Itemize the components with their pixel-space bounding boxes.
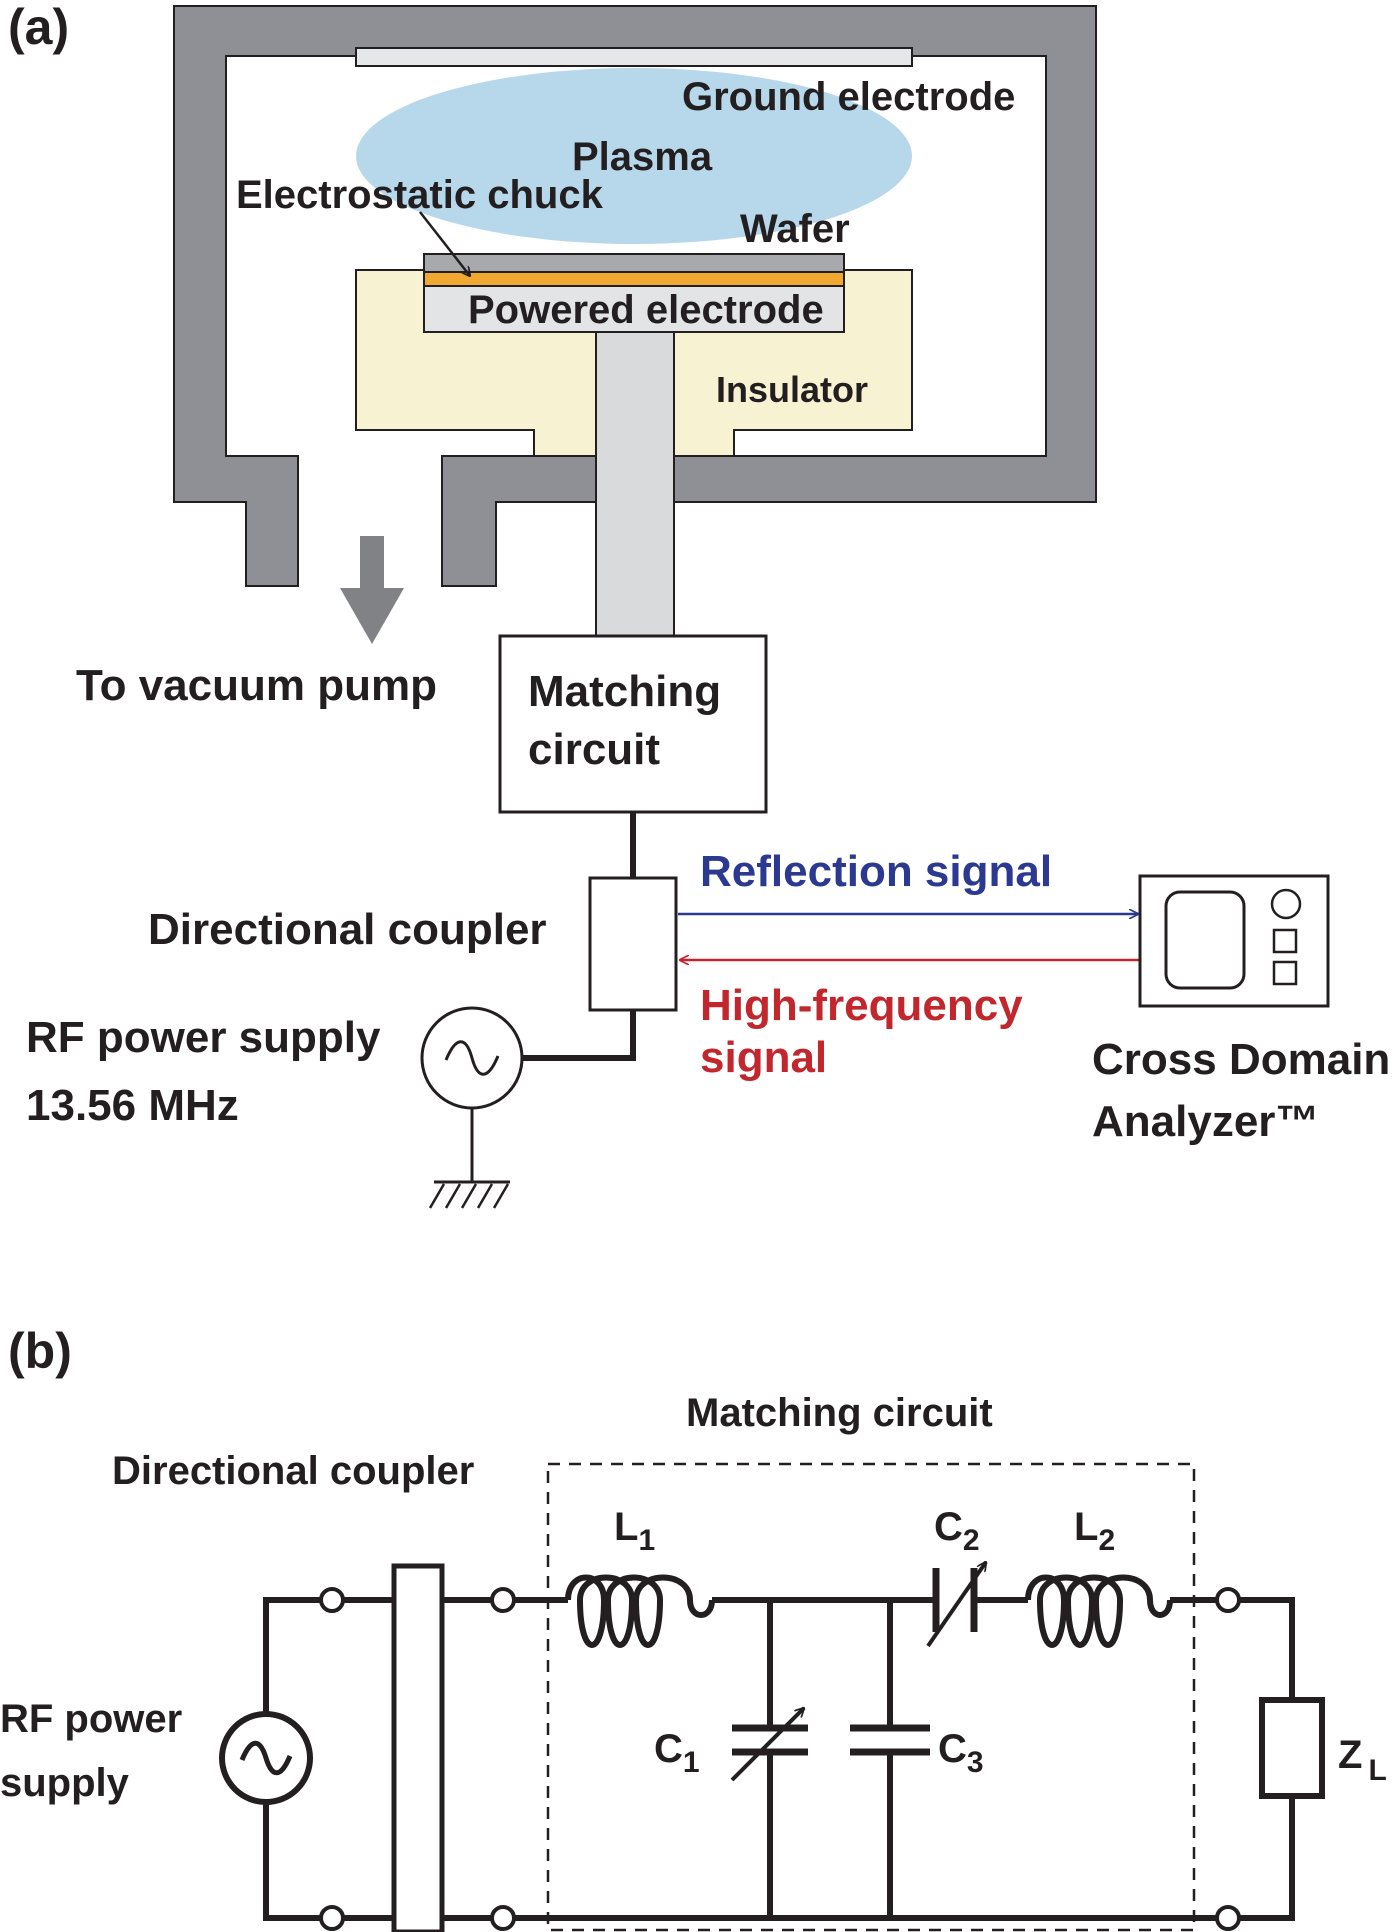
analyzer-button-2 bbox=[1272, 960, 1298, 986]
wafer-label: Wafer bbox=[740, 207, 850, 251]
ground-electrode-label: Ground electrode bbox=[682, 75, 1015, 119]
directional-coupler-box bbox=[588, 876, 678, 1012]
l1-label: L1 bbox=[614, 1505, 655, 1557]
plasma-label: Plasma bbox=[572, 135, 713, 179]
wire-coupler-to-source bbox=[520, 1010, 636, 1061]
coupler-bar bbox=[391, 1563, 445, 1932]
rf-source-b bbox=[219, 1711, 313, 1805]
analyzer-label-line1: Cross Domain bbox=[1092, 1035, 1390, 1084]
inductor-l2 bbox=[1025, 1574, 1173, 1648]
vacuum-pump-arrow bbox=[340, 536, 404, 644]
capacitor-c2 bbox=[926, 1562, 988, 1648]
rf-supply-label-line2: 13.56 MHz bbox=[26, 1081, 239, 1130]
matching-circuit-box bbox=[498, 634, 768, 814]
panel-a-label: (a) bbox=[8, 0, 69, 55]
powered-electrode bbox=[423, 285, 845, 333]
analyzer-icon bbox=[1138, 874, 1330, 1008]
plasma bbox=[356, 68, 912, 244]
feed-stem bbox=[595, 331, 675, 637]
hf-signal-label-line2: signal bbox=[700, 1033, 827, 1082]
powered-electrode-label: Powered electrode bbox=[468, 288, 824, 332]
matching-circuit-label-line2: circuit bbox=[528, 725, 660, 774]
capacitor-c3 bbox=[850, 1724, 930, 1756]
terminals bbox=[319, 1587, 1241, 1931]
reflection-signal-label: Reflection signal bbox=[700, 847, 1052, 896]
analyzer-knob bbox=[1270, 888, 1302, 920]
electrostatic-chuck-label: Electrostatic chuck bbox=[236, 173, 604, 217]
matching-circuit-boundary bbox=[546, 1462, 1196, 1932]
matching-circuit-title: Matching circuit bbox=[686, 1391, 993, 1435]
rf-supply-b-line1: RF power bbox=[0, 1697, 182, 1741]
ground-electrode bbox=[355, 47, 913, 67]
load-zl bbox=[1259, 1697, 1325, 1799]
panel-b-label: (b) bbox=[8, 1323, 72, 1379]
c2-label: C2 bbox=[934, 1505, 980, 1557]
wafer bbox=[423, 253, 845, 273]
inductor-l1 bbox=[565, 1574, 715, 1648]
vacuum-pump-label: To vacuum pump bbox=[76, 661, 437, 710]
sine-wave-icon-b bbox=[239, 1740, 293, 1776]
electrostatic-chuck bbox=[423, 271, 845, 287]
rf-source-symbol bbox=[420, 1006, 524, 1209]
c3-label: C3 bbox=[938, 1727, 984, 1779]
hf-signal-label-line1: High-frequency bbox=[700, 981, 1023, 1030]
capacitor-c1 bbox=[730, 1708, 808, 1782]
rf-supply-label-line1: RF power supply bbox=[26, 1013, 381, 1062]
c1-label: C1 bbox=[654, 1727, 700, 1779]
chuck-pointer-arrow bbox=[419, 211, 470, 276]
insulator-label: Insulator bbox=[716, 369, 868, 410]
analyzer-screen bbox=[1164, 890, 1246, 990]
l2-label: L2 bbox=[1074, 1505, 1115, 1557]
matching-circuit-label-line1: Matching bbox=[528, 667, 721, 716]
directional-coupler-title: Directional coupler bbox=[112, 1449, 474, 1493]
analyzer-label-line2: Analyzer™ bbox=[1092, 1097, 1319, 1146]
rf-supply-b-line2: supply bbox=[0, 1761, 130, 1805]
directional-coupler-label: Directional coupler bbox=[148, 905, 547, 954]
sine-wave-icon bbox=[444, 1040, 500, 1076]
analyzer-button-1 bbox=[1272, 928, 1298, 954]
